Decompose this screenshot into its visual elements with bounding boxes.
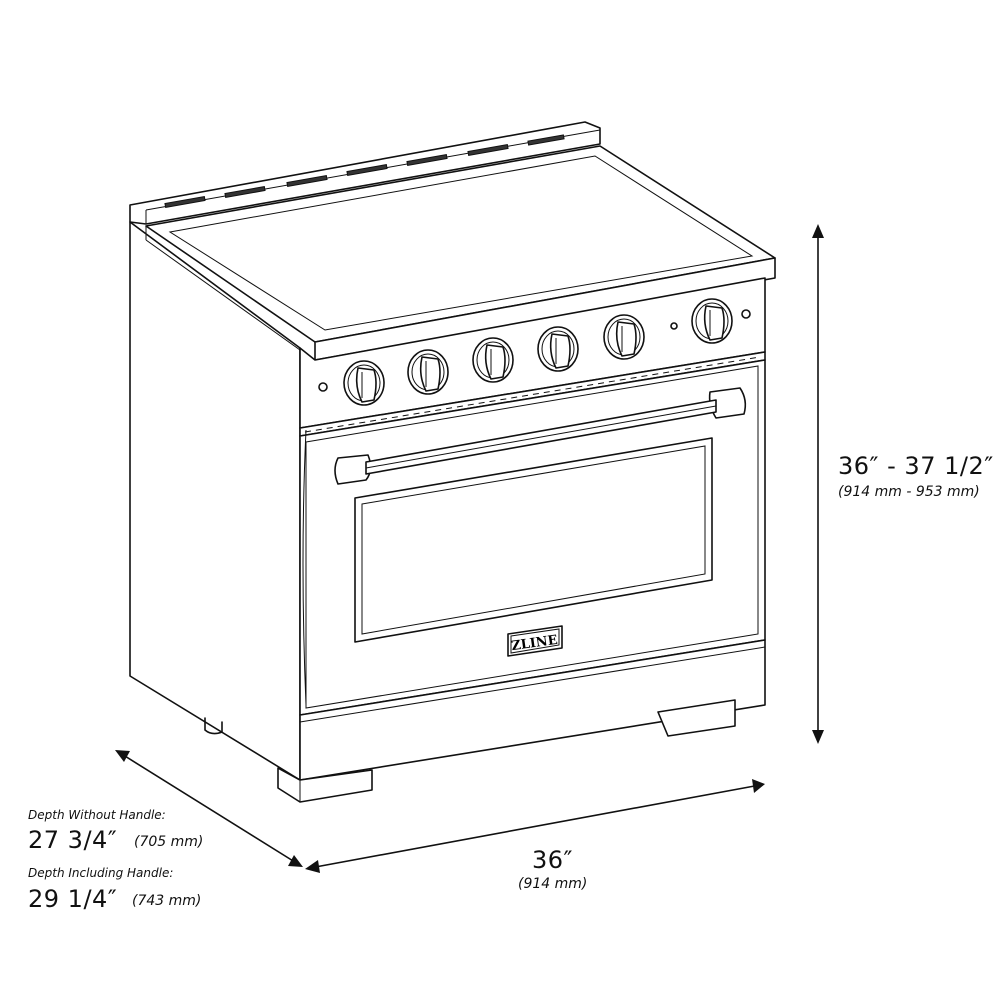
control-knob[interactable] xyxy=(603,314,645,360)
control-knob[interactable] xyxy=(407,349,449,395)
depth-dimension-arrow xyxy=(115,750,303,867)
height-dimension-metric: (914 mm - 953 mm) xyxy=(838,484,980,500)
depth-without-handle-imperial: 27 3/4″ xyxy=(28,826,118,854)
vent-slot xyxy=(527,134,565,146)
control-panel xyxy=(299,277,766,437)
vent-slot xyxy=(346,163,388,177)
oven-door[interactable] xyxy=(299,359,766,716)
control-knob[interactable] xyxy=(472,337,514,383)
vent-slot xyxy=(286,174,328,188)
vent-slot xyxy=(406,153,448,167)
height-dimension-imperial: 36″ - 37 1/2″ xyxy=(838,452,994,480)
depth-including-handle-metric: (743 mm) xyxy=(132,893,202,909)
control-knob[interactable] xyxy=(691,298,733,344)
backguard xyxy=(129,121,601,225)
indicator-light xyxy=(670,322,678,330)
control-knob[interactable] xyxy=(537,326,579,372)
vent-slot xyxy=(164,195,206,209)
brand-badge xyxy=(507,625,563,657)
glass-cooktop xyxy=(145,145,776,361)
vent-slot xyxy=(224,185,266,199)
control-knob[interactable] xyxy=(343,360,385,406)
oven-handle[interactable] xyxy=(334,387,747,485)
indicator-light xyxy=(318,382,328,392)
vent-slot xyxy=(467,143,509,157)
height-dimension-arrow xyxy=(812,224,824,744)
kick-plate xyxy=(277,639,766,803)
width-dimension-metric: (914 mm) xyxy=(518,876,588,892)
depth-including-handle-imperial: 29 1/4″ xyxy=(28,885,118,913)
depth-without-handle-caption: Depth Without Handle: xyxy=(28,808,166,822)
width-dimension-imperial: 36″ xyxy=(532,846,574,874)
width-dimension-arrow xyxy=(305,779,765,873)
indicator-light xyxy=(741,309,751,319)
brand-badge-text: ZLINE xyxy=(510,633,558,654)
depth-without-handle-metric: (705 mm) xyxy=(134,834,204,850)
depth-including-handle-caption: Depth Including Handle: xyxy=(28,866,174,880)
